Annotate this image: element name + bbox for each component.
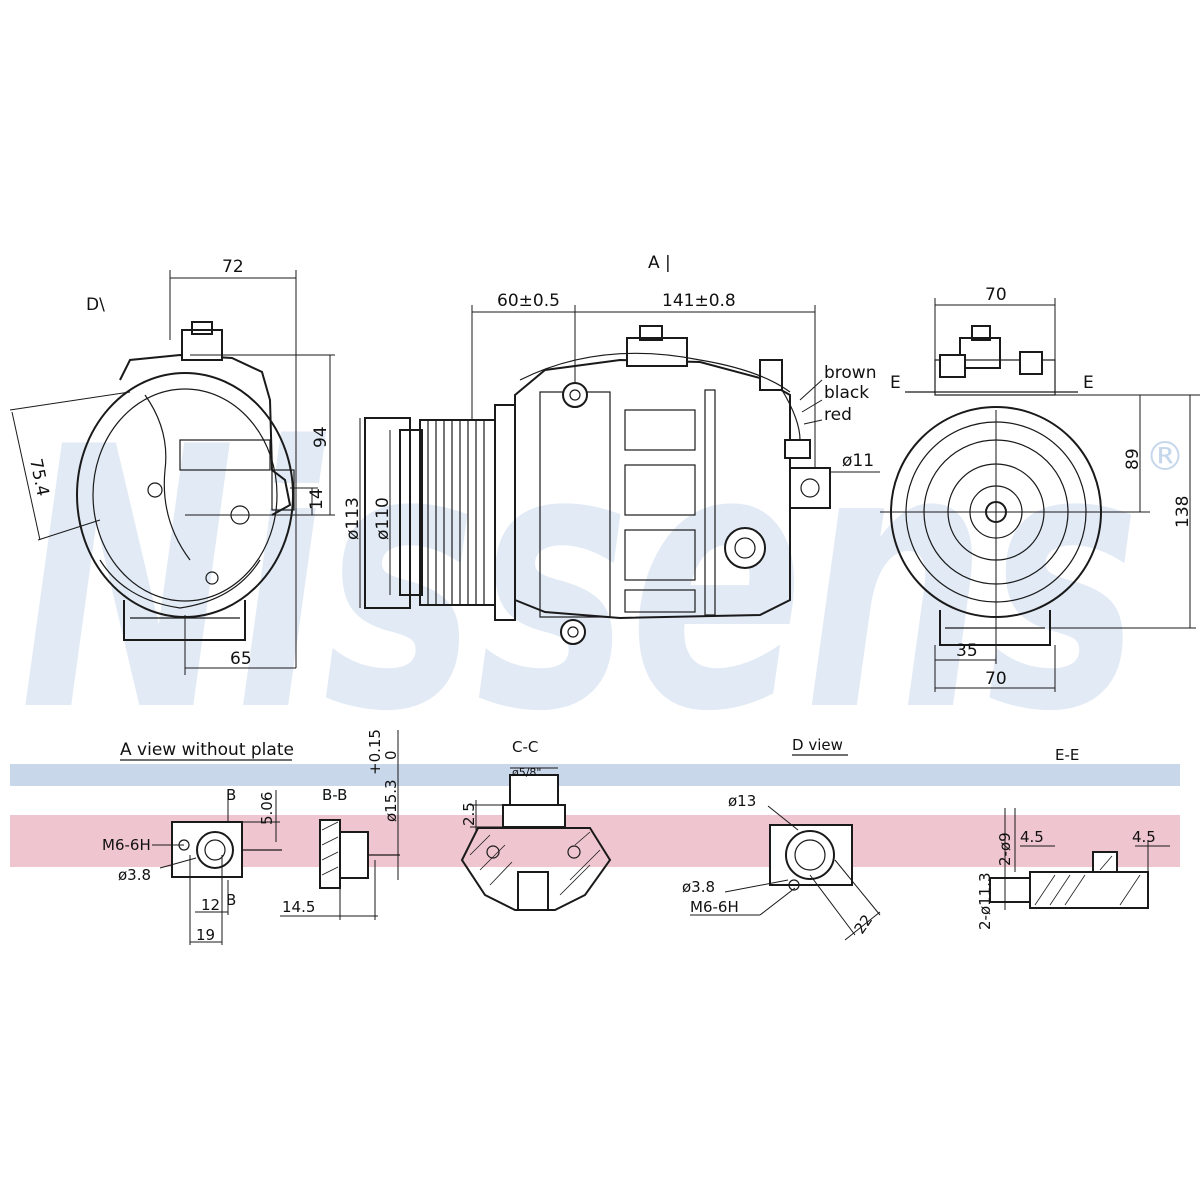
b-section-dim-tol: +0.15 bbox=[366, 729, 384, 775]
side-view-marker: D\ bbox=[86, 295, 105, 315]
d-view-title: D view bbox=[792, 736, 843, 754]
e-section-dim-45b: 4.5 bbox=[1132, 828, 1156, 846]
side-dim-bottom: 65 bbox=[230, 649, 252, 669]
a-view-label-b: B bbox=[226, 786, 236, 804]
e-section-detail: E-E 4.5 4.5 2-ø9 2-ø11.3 bbox=[976, 746, 1170, 930]
front-dim-d11: ø11 bbox=[842, 451, 874, 471]
side-dim-width: 72 bbox=[222, 257, 244, 277]
end-dim-top: 70 bbox=[985, 285, 1007, 305]
end-dim-138: 138 bbox=[1173, 496, 1193, 528]
end-marker-left: E bbox=[890, 373, 901, 393]
d-view-hole: ø3.8 bbox=[682, 878, 715, 896]
a-view-dim-12: 12 bbox=[201, 896, 220, 914]
d-view-thread: M6-6H bbox=[690, 898, 739, 916]
a-view-title: A view without plate bbox=[120, 740, 294, 760]
a-view-hole: ø3.8 bbox=[118, 866, 151, 884]
front-dim-left: 60±0.5 bbox=[497, 291, 560, 311]
wire-black-label: black bbox=[824, 383, 869, 403]
c-section-dim-top: ø5/8" bbox=[512, 766, 542, 779]
end-dim-bottom: 70 bbox=[985, 669, 1007, 689]
a-view-label-b2: B bbox=[226, 891, 236, 909]
e-section-dim-d113: 2-ø11.3 bbox=[976, 872, 994, 930]
a-view-dim-19: 19 bbox=[196, 926, 215, 944]
a-view-dim-506: 5.06 bbox=[258, 792, 276, 825]
pulley-grooves bbox=[427, 420, 485, 605]
c-section-dim-25: 2.5 bbox=[460, 802, 478, 826]
wire-brown-label: brown bbox=[824, 363, 877, 383]
c-section-title: C-C bbox=[512, 738, 538, 756]
registered-mark: ® bbox=[1145, 434, 1185, 480]
end-view: 70 E E 89 138 35 70 bbox=[880, 285, 1200, 692]
front-view: A | 60±0.5 141±0.8 bbox=[343, 253, 880, 645]
b-section-dim-d15: ø15.3 bbox=[382, 779, 400, 822]
front-dim-d110: ø110 bbox=[373, 497, 393, 540]
end-dim-89: 89 bbox=[1123, 448, 1143, 470]
d-view-dim-d13: ø13 bbox=[728, 792, 756, 810]
side-dim-small: 14 bbox=[307, 488, 327, 510]
side-dim-height: 94 bbox=[311, 426, 331, 448]
end-marker-right: E bbox=[1083, 373, 1094, 393]
a-view-detail: A view without plate B 5.06 M6-6H ø3.8 1… bbox=[102, 740, 294, 945]
wire-red-label: red bbox=[824, 405, 852, 425]
e-section-dim-d9: 2-ø9 bbox=[996, 832, 1014, 866]
e-section-title: E-E bbox=[1055, 746, 1079, 764]
b-section-title: B-B bbox=[322, 786, 347, 804]
blue-band bbox=[10, 764, 1180, 786]
a-view-thread: M6-6H bbox=[102, 836, 151, 854]
front-dim-d113: ø113 bbox=[343, 497, 363, 540]
b-section-dim-145: 14.5 bbox=[282, 898, 315, 916]
end-dim-35: 35 bbox=[956, 641, 978, 661]
e-section-dim-45a: 4.5 bbox=[1020, 828, 1044, 846]
front-dim-right: 141±0.8 bbox=[662, 291, 736, 311]
c-section-detail: C-C 2.5 ø5/8" bbox=[460, 738, 612, 911]
front-view-marker: A | bbox=[648, 253, 671, 273]
side-view: D\ 72 94 14 75.4 65 bbox=[9, 257, 335, 675]
b-section-detail: B-B 14.5 ø15.3 +0.15 0 bbox=[280, 729, 400, 920]
b-section-dim-tol2: 0 bbox=[382, 750, 400, 760]
brand-watermark: Nissens ® bbox=[10, 371, 1185, 867]
